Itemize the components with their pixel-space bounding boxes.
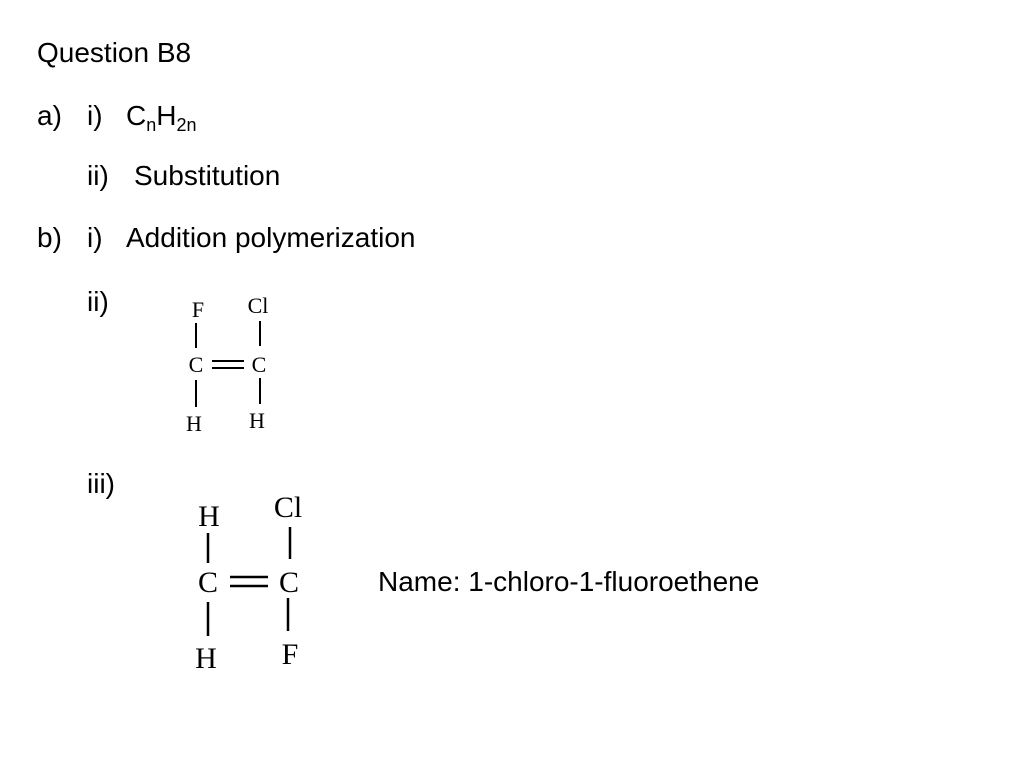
- part-b-label: b): [37, 222, 62, 253]
- atom-top-right: Cl: [248, 293, 269, 318]
- left-carbon: C: [198, 566, 218, 599]
- atom-bottom-right: F: [282, 638, 299, 671]
- formula-hydrogen: H: [156, 100, 177, 131]
- atom-top-left: H: [198, 500, 220, 533]
- right-carbon: C: [279, 566, 299, 599]
- atom-top-right: Cl: [274, 491, 302, 524]
- part-b-i-answer: Addition polymerization: [126, 222, 416, 253]
- atom-top-left: F: [192, 297, 204, 322]
- atom-bottom-right: H: [249, 408, 265, 433]
- right-carbon: C: [252, 352, 267, 377]
- part-a-i-label: i): [87, 100, 103, 131]
- atom-bottom-left: H: [195, 642, 217, 675]
- formula-hydrogen-subscript: 2n: [176, 115, 197, 135]
- part-a-label: a): [37, 100, 62, 131]
- part-b-i-label: i): [87, 222, 103, 253]
- compound-name: Name: 1-chloro-1-fluoroethene: [378, 566, 760, 597]
- question-title: Question B8: [37, 37, 192, 68]
- structure-ii-diagram: F Cl C C H H: [186, 293, 269, 436]
- structure-iii-diagram: H Cl C C H F: [195, 491, 302, 675]
- part-a-ii-answer: Substitution: [134, 160, 281, 191]
- part-a-ii-label: ii): [87, 160, 109, 191]
- part-b-iii-label: iii): [87, 468, 115, 499]
- formula-carbon: C: [126, 100, 147, 131]
- formula-carbon-subscript: n: [146, 115, 157, 135]
- left-carbon: C: [189, 352, 204, 377]
- part-b-ii-label: ii): [87, 286, 109, 317]
- general-formula: CnH2n: [126, 100, 197, 141]
- atom-bottom-left: H: [186, 411, 202, 436]
